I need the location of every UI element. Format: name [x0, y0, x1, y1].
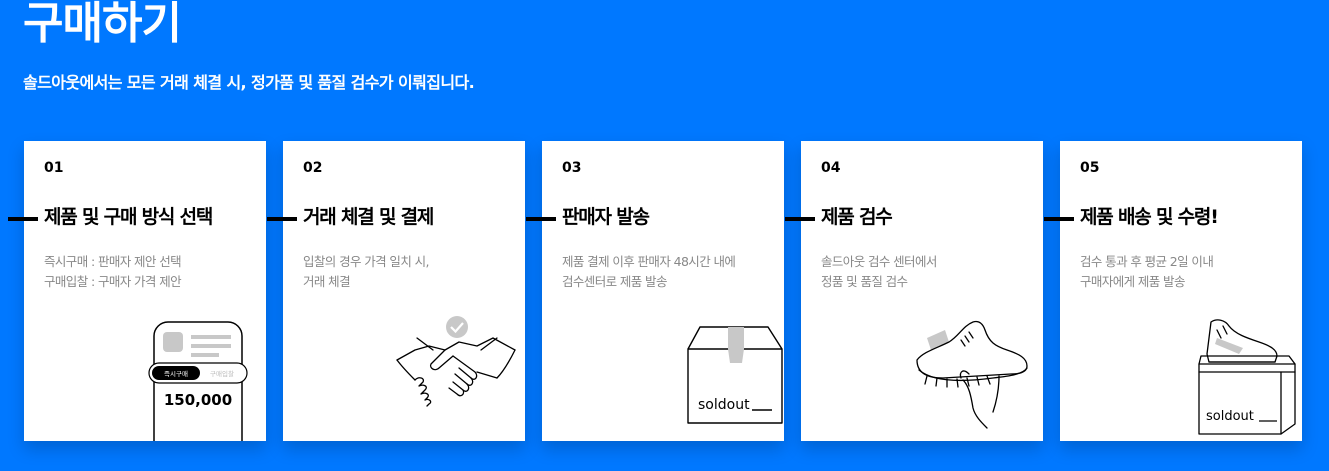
handshake-icon	[385, 316, 525, 441]
step-card-3: 03 판매자 발송 제품 결제 이후 판매자 48시간 내에 검수센터로 제품 …	[526, 141, 784, 441]
step-title: 제품 배송 및 수령!	[1080, 206, 1219, 228]
step-card-1: 01 제품 및 구매 방식 선택 즉시구매 : 판매자 제안 선택 구매입찰 :…	[8, 141, 266, 441]
step-number: 05	[1080, 160, 1100, 176]
delivered-box-icon: soldout	[1177, 316, 1302, 441]
box-brand-label: soldout	[698, 397, 750, 413]
step-description: 검수 통과 후 평균 2일 이내 구매자에게 제품 발송	[1080, 254, 1214, 289]
step-card-5: 05 제품 배송 및 수령! 검수 통과 후 평균 2일 이내 구매자에게 제품…	[1044, 141, 1302, 441]
sneaker-inspection-icon	[903, 316, 1043, 441]
step-description: 솔드아웃 검수 센터에서 정품 및 품질 검수	[821, 254, 937, 289]
step-title: 제품 검수	[821, 206, 893, 228]
step-connector	[1044, 217, 1074, 221]
box-icon: soldout	[664, 321, 784, 441]
phone-purchase-icon: 즉시구매 구매입찰 150,000	[146, 316, 266, 441]
step-description: 제품 결제 이후 판매자 48시간 내에 검수센터로 제품 발송	[562, 254, 736, 289]
step-connector	[526, 217, 556, 221]
step-connector	[267, 217, 297, 221]
tab-inactive-label: 구매입찰	[210, 369, 234, 378]
page-subtitle: 솔드아웃에서는 모든 거래 체결 시, 정가품 및 품질 검수가 이뤄집니다.	[23, 73, 475, 92]
step-title: 제품 및 구매 방식 선택	[44, 206, 213, 228]
step-connector	[785, 217, 815, 221]
step-description: 입찰의 경우 가격 일치 시, 거래 체결	[303, 254, 429, 289]
step-number: 01	[44, 160, 64, 176]
step-number: 02	[303, 160, 323, 176]
step-connector	[8, 217, 38, 221]
page-title: 구매하기	[23, 0, 182, 49]
tab-active-label: 즉시구매	[164, 370, 188, 378]
step-title: 거래 체결 및 결제	[303, 206, 434, 228]
step-number: 03	[562, 160, 582, 176]
box-brand-label: soldout	[1206, 409, 1254, 424]
step-card-4: 04 제품 검수 솔드아웃 검수 센터에서 정품 및 품질 검수	[785, 141, 1043, 441]
step-card-2: 02 거래 체결 및 결제 입찰의 경우 가격 일치 시, 거래 체결	[267, 141, 525, 441]
price-label: 150,000	[164, 391, 232, 409]
step-title: 판매자 발송	[562, 206, 650, 228]
step-number: 04	[821, 160, 841, 176]
step-description: 즉시구매 : 판매자 제안 선택 구매입찰 : 구매자 가격 제안	[44, 254, 182, 289]
